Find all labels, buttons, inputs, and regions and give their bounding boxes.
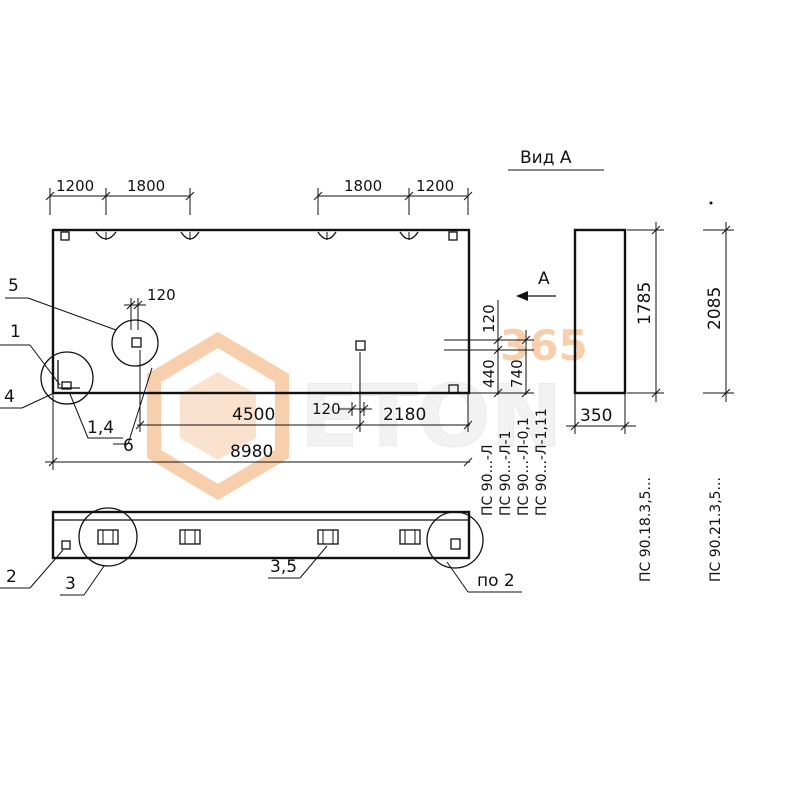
watermark-badge: 365 [500,321,588,370]
callouts: 5 1 4 1,4 6 [0,276,153,456]
side-view-tall-dimension: 2085 ПС 90.21.3,5... [703,201,734,582]
view-a-arrow: А [516,269,556,301]
plan-callouts: 2 3 3,5 по 2 [0,545,522,596]
callout-circle-po2 [426,511,484,569]
side-view: 1785 350 ПС 90.18.3,5... [566,222,664,582]
dim-350: 350 [580,406,612,426]
dim-8980: 8980 [230,442,273,462]
front-view [40,228,471,405]
front-panel-outline [51,228,471,395]
mark-side-1: ПС 90.18.3,5... [638,477,654,582]
callout-label-3: 3 [65,574,76,594]
watermark: ETON 365 [147,321,588,501]
dim-2180: 2180 [383,405,426,425]
mark-front-4: ПС 90...-Л-1,11 [534,408,550,516]
callout-label-1-4: 1,4 [87,418,114,438]
dim-440: 440 [480,359,498,388]
front-bottom-dimensions: 4500 2180 120 8980 [45,350,473,470]
callout-label-1: 1 [10,322,21,342]
dim-120-top: 120 [124,286,176,330]
callout-label-po2: по 2 [477,571,515,591]
callout-label-5: 5 [8,276,19,296]
watermark-brand: ETON [300,367,563,467]
dim-top-1200-left: 1200 [56,177,94,195]
dim-2085: 2085 [705,287,725,330]
mark-front-2: ПС 90...-Л-1 [498,431,514,516]
dim-740: 740 [508,359,526,388]
dim-1785: 1785 [635,282,655,325]
callout-label-3-5: 3,5 [270,557,297,577]
callout-label-2: 2 [6,567,17,587]
mark-side-2: ПС 90.21.3,5... [708,477,724,582]
front-right-dimensions: 120 440 740 [444,300,534,398]
plan-panel-outline [51,510,471,560]
view-arrow-label: А [538,269,550,289]
callout-circle-1 [40,351,94,405]
callout-label-6: 6 [123,436,134,456]
callout-circle-3 [78,507,138,567]
dim-top-1800-left: 1800 [127,177,165,195]
dim-120-mid: 120 [312,400,341,418]
front-marks: ПС 90...-Л ПС 90...-Л-1 ПС 90...-Л-0,1 П… [480,408,550,516]
dim-120-right: 120 [480,304,498,333]
dim-4500: 4500 [232,405,275,425]
callout-circle-5 [111,319,159,367]
dim-top-1200-right: 1200 [416,177,454,195]
callout-label-4: 4 [4,387,15,407]
side-panel-outline [573,228,627,395]
plan-view [51,507,484,569]
mark-front-1: ПС 90...-Л [480,445,496,517]
mark-front-3: ПС 90...-Л-0,1 [516,417,532,516]
view-title: Вид А [520,148,572,168]
dim-top-1800-right: 1800 [344,177,382,195]
top-dimensions: 1200 1800 1800 1200 [45,177,473,215]
dim-120-top-label: 120 [147,286,176,304]
